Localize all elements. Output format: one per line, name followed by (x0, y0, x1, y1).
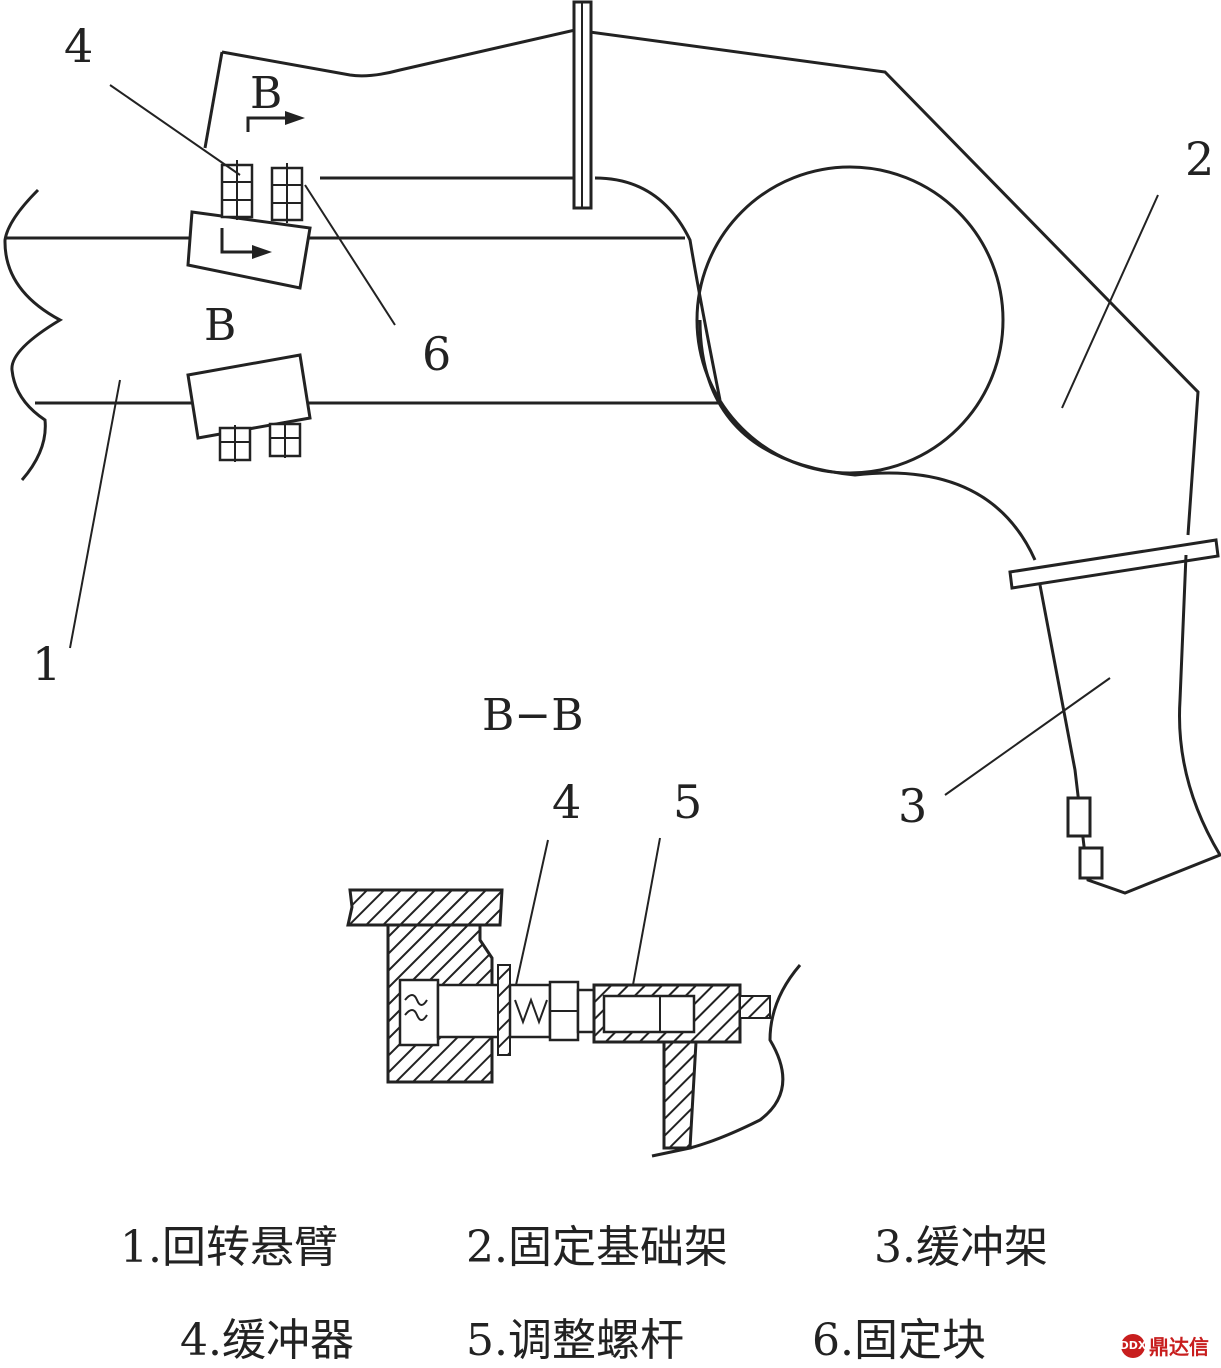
section-mark-bottom: B (204, 300, 236, 351)
label-3: 3 (898, 779, 927, 833)
section-arrow-top (246, 111, 305, 132)
section-arrow-bottom (220, 228, 272, 259)
watermark-logo-icon: DDX (1120, 1333, 1146, 1358)
leader-lines (69, 84, 1159, 1013)
caption-item-2: 2.固定基础架 (466, 1222, 728, 1273)
label-2: 2 (1185, 132, 1214, 186)
fixed-block-lower (186, 353, 312, 440)
fixed-base-frame (203, 0, 1200, 561)
label-5-section: 5 (673, 775, 702, 829)
label-4: 4 (64, 19, 93, 73)
caption-item-5: 5.调整螺杆 (466, 1315, 684, 1366)
caption-item-1: 1.回转悬臂 (120, 1222, 338, 1273)
section-view-title: B−B (482, 690, 584, 741)
fixed-block-upper (186, 210, 312, 290)
buffer-frame (1008, 538, 1221, 895)
section-mark-top: B (250, 68, 282, 119)
caption-item-3: 3.缓冲架 (874, 1222, 1048, 1273)
section-view-b-b (346, 888, 802, 1158)
label-4-section: 4 (552, 775, 581, 829)
watermark-text: 鼎达信 (1149, 1335, 1209, 1359)
watermark: DDX 鼎达信 (1120, 1331, 1209, 1360)
rotating-boom-arm (3, 188, 720, 481)
caption-item-4: 4.缓冲器 (180, 1315, 354, 1366)
caption-item-6: 6.固定块 (812, 1315, 986, 1366)
label-6: 6 (422, 327, 451, 381)
buffer-lower (218, 421, 302, 462)
buffer-upper (220, 160, 304, 223)
label-1: 1 (32, 637, 61, 691)
